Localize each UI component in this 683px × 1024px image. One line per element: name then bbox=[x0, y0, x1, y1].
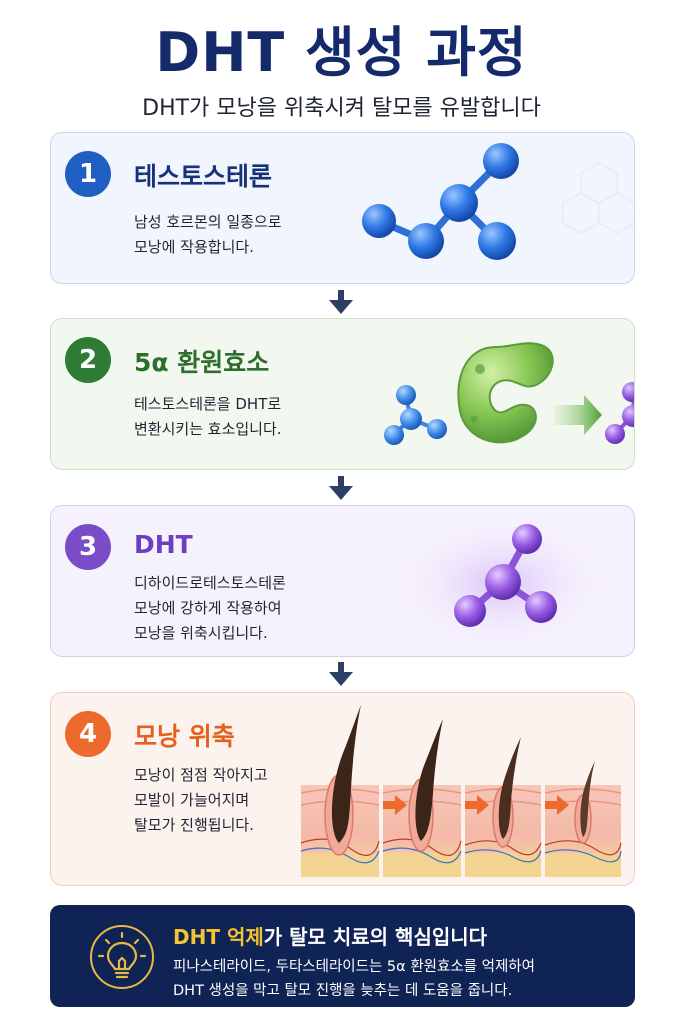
description-line: 모낭에 강하게 작용하여 bbox=[134, 599, 282, 617]
page-subtitle: DHT가 모낭을 위축시켜 탈모를 유발합니다 bbox=[142, 96, 541, 121]
key-point-line: 피나스테라이드, 두타스테라이드는 5α 환원효소를 억제하여 bbox=[173, 959, 535, 975]
down-arrow-icon bbox=[329, 662, 353, 686]
description-line: 디하이드로테스토스테론 bbox=[134, 574, 286, 592]
description-line: 모낭에 작용합니다. bbox=[134, 238, 254, 256]
step-number-badge: 2 bbox=[65, 337, 111, 383]
step-card-5a-reductase: 2 5α 환원효소 테스토스테론을 DHT로 변환시키는 효소입니다. bbox=[50, 318, 635, 470]
step-card-dht: 3 DHT 디하이드로테스토스테론 모낭에 강하게 작용하여 모낭을 위축시킵니… bbox=[50, 505, 635, 657]
page-title: DHT 생성 과정 bbox=[155, 21, 528, 84]
step-title: 테스토스테론 bbox=[134, 162, 273, 191]
step-description: 모낭이 점점 작아지고 모발이 가늘어지며 탈모가 진행됩니다. bbox=[134, 763, 268, 838]
description-line: 탈모가 진행됩니다. bbox=[134, 816, 254, 834]
step-title: DHT bbox=[134, 530, 193, 559]
key-point-title: DHT 억제가 탈모 치료의 핵심입니다 bbox=[173, 921, 487, 950]
step-title: 모낭 위축 bbox=[134, 722, 235, 751]
description-line: 모발이 가늘어지며 bbox=[134, 791, 250, 809]
key-point-line: DHT 생성을 막고 탈모 진행을 늦추는 데 도움을 줍니다. bbox=[173, 983, 513, 999]
step-number-badge: 1 bbox=[65, 151, 111, 197]
description-line: 테스토스테론을 DHT로 bbox=[134, 395, 282, 413]
description-line: 남성 호르몬의 일종으로 bbox=[134, 213, 282, 231]
step-description: 디하이드로테스토스테론 모낭에 강하게 작용하여 모낭을 위축시킵니다. bbox=[134, 571, 286, 646]
down-arrow-icon bbox=[329, 476, 353, 500]
description-line: 모낭을 위축시킵니다. bbox=[134, 624, 268, 642]
key-point-title-rest: 가 탈모 치료의 핵심입니다 bbox=[263, 925, 488, 949]
testosterone-molecule-icon bbox=[362, 143, 634, 260]
follicle-shrinking-icon bbox=[300, 705, 622, 877]
description-line: 모낭이 점점 작아지고 bbox=[134, 766, 268, 784]
step-card-testosterone: 1 테스토스테론 남성 호르몬의 일종으로 모낭에 작용합니다. bbox=[50, 132, 635, 284]
dht-molecule-icon bbox=[391, 514, 611, 654]
enzyme-conversion-icon bbox=[384, 342, 634, 445]
step-number-badge: 4 bbox=[65, 711, 111, 757]
description-line: 변환시키는 효소입니다. bbox=[134, 420, 282, 438]
key-point-highlight: DHT 억제 bbox=[173, 925, 264, 949]
step-card-follicle-shrinking: 4 모낭 위축 모낭이 점점 작아지고 모발이 가늘어지며 탈모가 진행됩니다. bbox=[50, 692, 635, 886]
step-title: 5α 환원효소 bbox=[134, 348, 270, 377]
key-point-body: 피나스테라이드, 두타스테라이드는 5α 환원효소를 억제하여 DHT 생성을 … bbox=[173, 955, 535, 1003]
key-point-banner: DHT 억제가 탈모 치료의 핵심입니다 피나스테라이드, 두타스테라이드는 5… bbox=[50, 905, 635, 1007]
down-arrow-icon bbox=[329, 290, 353, 314]
step-number-badge: 3 bbox=[65, 524, 111, 570]
step-description: 남성 호르몬의 일종으로 모낭에 작용합니다. bbox=[134, 210, 282, 260]
step-description: 테스토스테론을 DHT로 변환시키는 효소입니다. bbox=[134, 392, 282, 442]
lightbulb-icon bbox=[90, 925, 154, 989]
